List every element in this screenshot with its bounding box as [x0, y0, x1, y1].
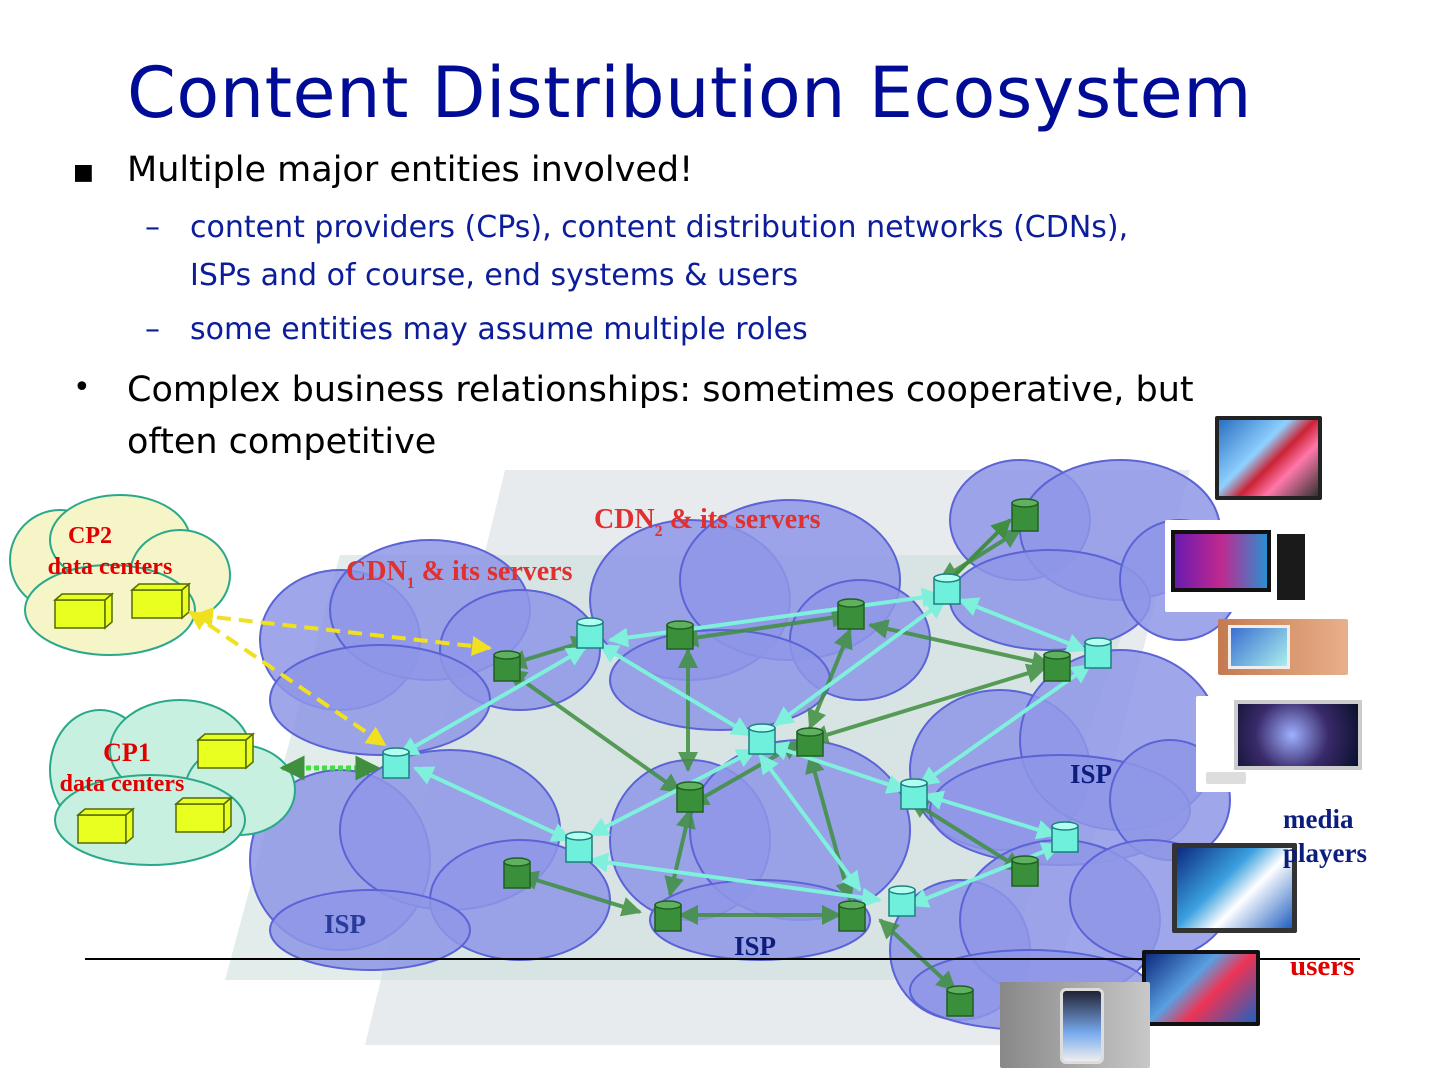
green-server [504, 858, 530, 888]
smartphone-icon [1000, 982, 1150, 1068]
cyan-server [1085, 638, 1111, 668]
green-server [947, 986, 973, 1016]
green-server [797, 728, 823, 756]
green-server [494, 651, 520, 681]
tablet-icon [1218, 619, 1348, 675]
green-server [1012, 856, 1038, 886]
green-server [677, 782, 703, 812]
cp2-label: CP2 [68, 523, 112, 549]
green-server [838, 599, 864, 629]
cp2-sublabel: data centers [48, 554, 173, 580]
smart-tv-icon [1215, 416, 1322, 500]
cdn2-label: CDN2 & its servers [594, 504, 821, 540]
cp1-sublabel: data centers [60, 771, 185, 797]
green-server [655, 901, 681, 931]
smart-tv-2-icon [1142, 950, 1260, 1026]
green-server [1044, 651, 1070, 681]
cdn1-label: CDN1 & its servers [346, 556, 573, 592]
samsung-tv-icon [1172, 843, 1297, 933]
cyan-server [1052, 822, 1078, 852]
cyan-server [566, 832, 592, 862]
desktop-pc-icon [1165, 520, 1313, 612]
green-server [839, 901, 865, 931]
green-server [1012, 499, 1038, 531]
users-label: users [1290, 950, 1354, 983]
cyan-server [383, 748, 409, 778]
imac-icon [1196, 696, 1366, 792]
cyan-server [577, 618, 603, 648]
cyan-server [901, 779, 927, 809]
isp-label-left: ISP [324, 909, 366, 939]
cyan-server [889, 886, 915, 916]
cyan-server [934, 574, 960, 604]
green-server [667, 621, 693, 649]
cyan-server [749, 724, 775, 754]
cp1-label: CP1 [103, 738, 151, 767]
media-players-label: media players [1283, 802, 1367, 870]
isp-label-right: ISP [1070, 759, 1112, 789]
isp-label-mid: ISP [734, 931, 776, 961]
